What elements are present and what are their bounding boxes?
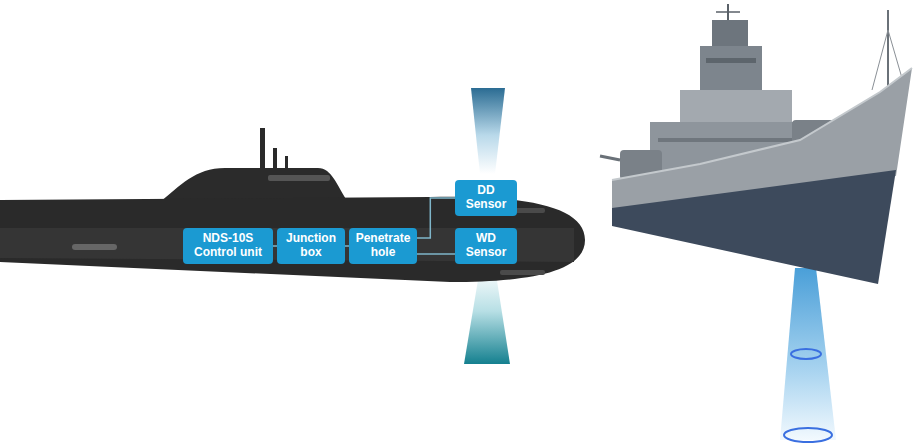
- box-text-group: DD Sensor: [459, 184, 513, 212]
- box-text-group: NDS-10S Control unit: [187, 232, 269, 260]
- submarine: [0, 128, 585, 282]
- wd-beam: [464, 268, 510, 364]
- box-text-group: Penetrate hole: [353, 232, 413, 260]
- process-box: DD Sensor: [455, 180, 517, 216]
- cable-line: [417, 253, 455, 255]
- deck-rail: [658, 138, 792, 142]
- deck-edge: [612, 68, 912, 180]
- sail-stripe: [268, 175, 330, 181]
- box-label: DD Sensor: [459, 184, 513, 212]
- box-text-group: WD Sensor: [459, 232, 513, 260]
- process-box: Junction box: [277, 228, 345, 264]
- tower: [700, 46, 762, 96]
- process-box: WD Sensor: [455, 228, 517, 264]
- yard: [716, 11, 740, 13]
- beam-ring: [784, 428, 832, 442]
- process-box: NDS-10S Control unit: [183, 228, 273, 264]
- ship-beam: [780, 268, 836, 442]
- box-label: Penetrate hole: [353, 232, 413, 260]
- stay: [872, 30, 888, 90]
- cable-line: [417, 198, 455, 238]
- hull-marking: [72, 244, 117, 250]
- box-label: WD Sensor: [459, 232, 513, 260]
- hull-marking: [500, 270, 545, 275]
- box-label: NDS-10S Control unit: [187, 232, 269, 260]
- periscope: [260, 128, 265, 172]
- ship-hull: [612, 170, 896, 284]
- beam-cone: [780, 268, 836, 440]
- gun-barrel: [600, 156, 620, 160]
- sail: [160, 168, 348, 202]
- tower-window: [706, 58, 756, 63]
- box-text-group: Junction box: [281, 232, 341, 260]
- beam-ring: [791, 349, 821, 359]
- dd-beam: [471, 88, 505, 174]
- box-label: Junction box: [281, 232, 341, 260]
- warship: [600, 4, 912, 284]
- tower-top: [712, 20, 748, 50]
- process-box: Penetrate hole: [349, 228, 417, 264]
